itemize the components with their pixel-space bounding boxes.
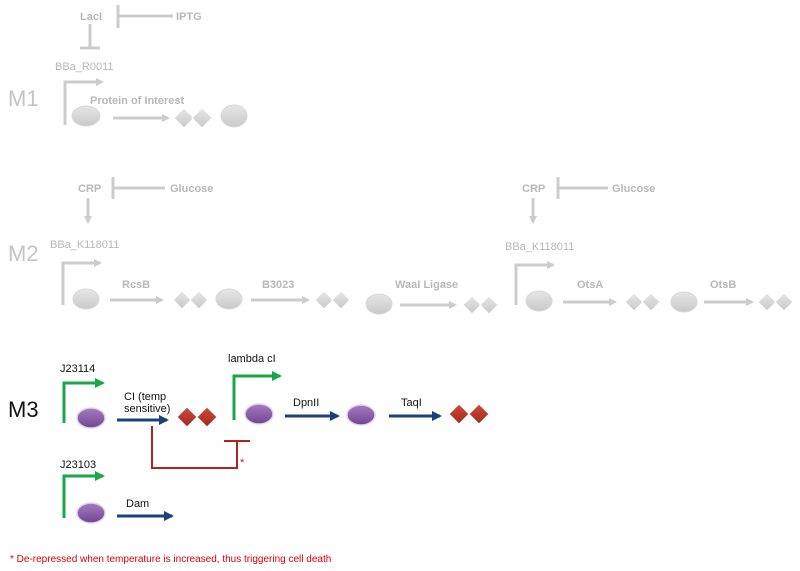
m2-product-diamond bbox=[189, 290, 209, 310]
m1-rnap-protein bbox=[71, 105, 101, 127]
m1-promoter-label: BBa_R0011 bbox=[55, 61, 114, 73]
m2-gene-waal-label: WaaI Ligase bbox=[395, 279, 458, 291]
m1-product-diamond bbox=[173, 107, 195, 129]
m2-inhibition-glucose-crp-right bbox=[556, 177, 608, 199]
m3-rnap-protein-bottom bbox=[76, 502, 106, 524]
m1-inducer-label: IPTG bbox=[176, 11, 202, 23]
m3-ci-product-diamond bbox=[196, 406, 218, 428]
m3-repression-line bbox=[151, 426, 238, 469]
module-m3: M3 J23114 CI (temp sensitive) * lambda c… bbox=[8, 353, 490, 524]
m3-gene-ci-label-line1: CI (temp bbox=[124, 391, 166, 403]
m3-gene-taqi-label: TaqI bbox=[401, 397, 422, 409]
m3-promoter-bottom-arrow bbox=[62, 471, 105, 518]
m2-promoter-left-label: BBa_K118011 bbox=[50, 239, 119, 251]
m2-b3023-protein bbox=[365, 293, 393, 315]
m2-gene-b3023-label: B3023 bbox=[262, 279, 294, 291]
m2-product-diamond bbox=[641, 292, 661, 312]
m3-promoter-bottom-label: J23103 bbox=[60, 459, 96, 471]
m3-rnap-protein-top bbox=[76, 407, 106, 429]
m2-product-diamond bbox=[331, 290, 351, 310]
m3-dpnii-protein bbox=[346, 404, 376, 426]
m3-gene-dpnii-label: DpnII bbox=[293, 397, 319, 409]
footnote: * De-repressed when temperature is incre… bbox=[10, 554, 331, 565]
module-label-m2: M2 bbox=[8, 241, 39, 266]
m1-gene-label: Protein of Interest bbox=[90, 95, 184, 107]
m2-product-diamond bbox=[774, 292, 794, 312]
m3-gene-ci-label-line2: sensitive) bbox=[124, 403, 170, 415]
module-m1: M1 LacI IPTG BBa_R0011 Protein of Intere… bbox=[8, 5, 248, 129]
m2-inhibitor-right-label: Glucose bbox=[612, 183, 655, 195]
module-m2: M2 CRP Glucose BBa_K118011 RcsB B3023 Wa… bbox=[8, 177, 794, 315]
module-label-m1: M1 bbox=[8, 86, 39, 111]
m1-protein-round bbox=[220, 104, 248, 128]
m3-promoter-top-label: J23114 bbox=[60, 363, 95, 375]
m3-promoter-top-arrow bbox=[62, 378, 105, 423]
m2-inhibitor-left-label: Glucose bbox=[170, 183, 213, 195]
m2-activator-right-label: CRP bbox=[522, 183, 545, 195]
m2-product-diamond bbox=[462, 295, 482, 315]
m3-promoter-lambda-arrow bbox=[232, 371, 282, 420]
m2-rnap-protein-left bbox=[72, 288, 100, 310]
module-label-m3: M3 bbox=[8, 397, 39, 422]
m3-ci-product-diamond bbox=[176, 406, 198, 428]
m3-taqi-product-diamond bbox=[448, 403, 470, 425]
m3-repression-asterisk: * bbox=[240, 457, 245, 469]
m2-gene-otsb-label: OtsB bbox=[710, 279, 736, 291]
m3-rnap-protein-lambda bbox=[244, 403, 274, 425]
m2-product-diamond bbox=[479, 295, 499, 315]
m2-product-diamond bbox=[757, 292, 777, 312]
m2-product-diamond bbox=[314, 290, 334, 310]
m1-promoter-arrow bbox=[63, 78, 104, 125]
m2-otsa-protein bbox=[670, 291, 698, 313]
m1-repressor-label: LacI bbox=[80, 11, 102, 23]
m2-inhibition-glucose-crp-left bbox=[111, 177, 165, 199]
m1-repression-laci-promoter bbox=[80, 24, 100, 50]
m1-inhibition-iptg-laci bbox=[116, 5, 173, 28]
m2-activator-left-label: CRP bbox=[78, 183, 101, 195]
m2-gene-otsa-label: OtsA bbox=[577, 279, 603, 291]
m2-promoter-right-arrow bbox=[514, 261, 555, 305]
m3-gene-dam-label: Dam bbox=[126, 498, 149, 510]
m2-gene-rcsb-label: RcsB bbox=[122, 279, 150, 291]
m2-promoter-left-arrow bbox=[61, 259, 102, 305]
m2-promoter-right-label: BBa_K118011 bbox=[505, 241, 574, 253]
m3-promoter-lambda-label: lambda cI bbox=[228, 353, 276, 365]
m3-taqi-product-diamond bbox=[468, 403, 490, 425]
m2-rcsb-protein bbox=[215, 288, 243, 310]
m2-rnap-protein-right bbox=[525, 290, 553, 312]
m2-product-diamond bbox=[624, 292, 644, 312]
m2-product-diamond bbox=[172, 290, 192, 310]
m1-product-diamond bbox=[191, 107, 213, 129]
